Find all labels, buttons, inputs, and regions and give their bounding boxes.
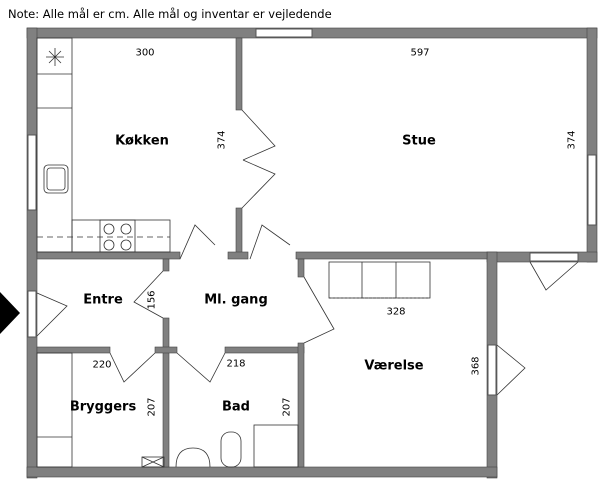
bedroom-depth: 368	[470, 356, 482, 376]
living-width: 597	[410, 47, 430, 59]
utility-depth: 207	[146, 397, 158, 417]
entrance-arrow-icon	[0, 292, 20, 334]
room-label-hallway: Ml. gang	[204, 292, 268, 308]
room-label-entrance: Entre	[83, 292, 123, 308]
living-depth: 374	[566, 130, 578, 150]
room-label-bath: Bad	[222, 399, 250, 415]
room-label-living: Stue	[402, 133, 436, 149]
bedroom-width: 328	[386, 306, 406, 318]
kitchen-width: 300	[135, 47, 155, 59]
utility-width: 220	[92, 359, 112, 371]
note-text: Note: Alle mål er cm. Alle mål og invent…	[8, 7, 332, 21]
windows	[27, 28, 597, 396]
entrance-depth: 156	[146, 290, 158, 310]
bath-depth: 207	[281, 397, 293, 417]
fixtures	[36, 37, 579, 468]
room-label-utility: Bryggers	[69, 399, 137, 415]
kitchen-depth: 374	[216, 130, 228, 150]
bath-width: 218	[226, 358, 246, 370]
room-label-kitchen: Køkken	[115, 133, 169, 149]
room-label-bedroom: Værelse	[364, 358, 424, 374]
